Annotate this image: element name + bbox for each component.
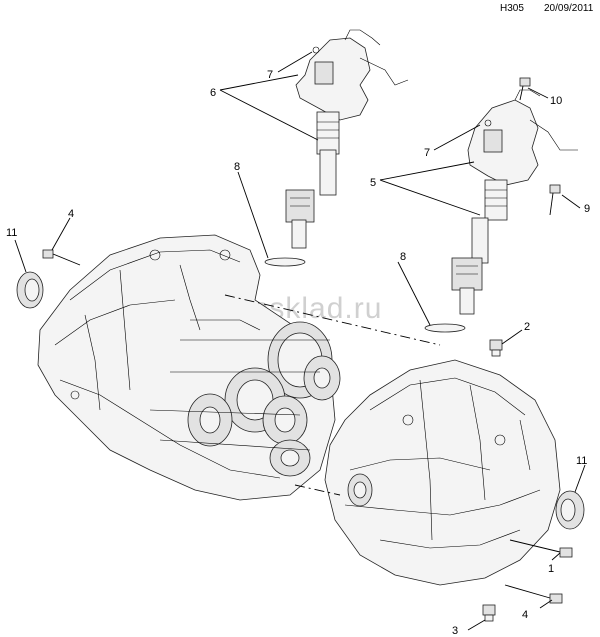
gear-cluster — [149, 319, 341, 477]
seal-right — [555, 490, 585, 530]
callout-10: 10 — [550, 95, 562, 107]
shift-mechanism-upper — [264, 29, 409, 267]
bolt-1 — [509, 539, 573, 558]
callout-11-right: 11 — [576, 455, 587, 467]
callout-11-left: 11 — [6, 227, 17, 239]
shift-mechanism-lower — [424, 89, 578, 333]
callout-8-lower: 8 — [400, 251, 406, 263]
callout-4-right: 4 — [522, 609, 528, 621]
bolt-9 — [549, 184, 561, 216]
assembly-axis-line — [224, 294, 441, 496]
callout-2: 2 — [524, 321, 530, 333]
callout-7-lower: 7 — [424, 147, 430, 159]
callout-7-upper: 7 — [267, 69, 273, 81]
bolt-left — [42, 249, 81, 266]
leader-lines — [14, 51, 586, 631]
diagram-date: 20/09/2011 — [544, 3, 594, 14]
diagram-code: H305 — [500, 3, 524, 14]
left-housing — [37, 234, 336, 501]
bolt-10 — [519, 77, 531, 101]
callout-3: 3 — [452, 625, 458, 637]
callout-5: 5 — [370, 177, 376, 189]
callout-8-upper: 8 — [234, 161, 240, 173]
drain-plug-lower — [482, 604, 496, 622]
callout-6: 6 — [210, 87, 216, 99]
seal-left — [16, 271, 44, 309]
right-housing — [324, 359, 561, 586]
callout-4-left: 4 — [68, 208, 74, 220]
callout-9: 9 — [584, 203, 590, 215]
drain-plug-upper — [489, 339, 503, 357]
bolt-4-right — [504, 584, 563, 604]
callout-1: 1 — [548, 563, 554, 575]
